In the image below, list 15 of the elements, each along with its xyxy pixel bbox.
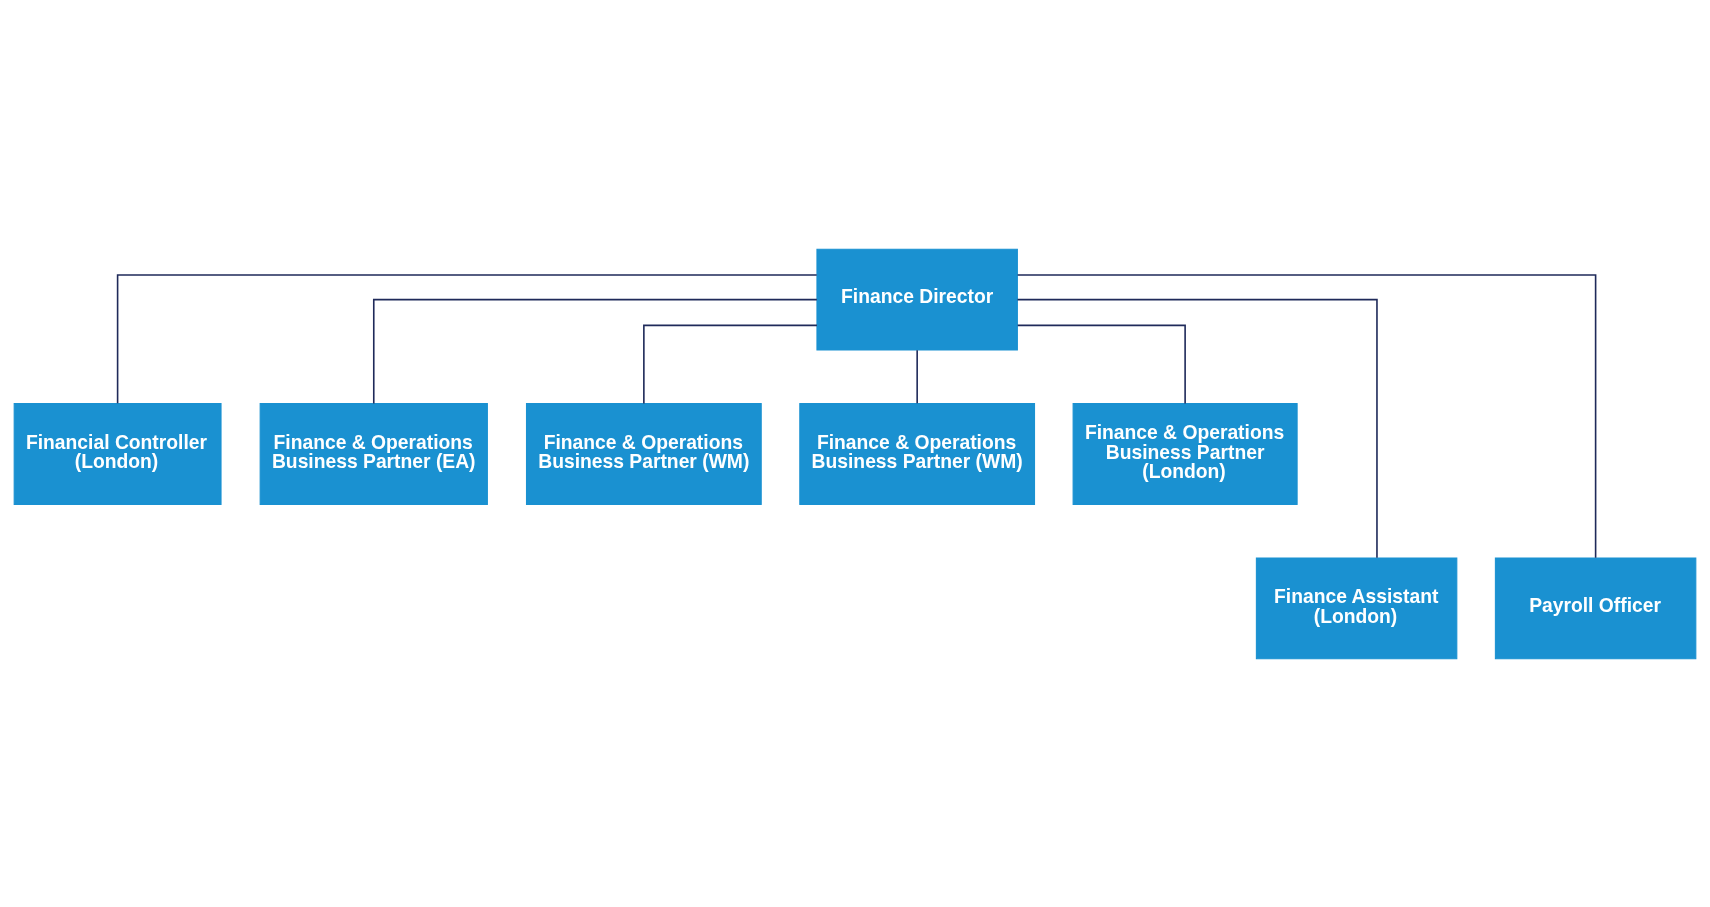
connector — [1016, 273, 1597, 559]
node-box: Financial Controller (London) — [13, 402, 222, 505]
connector — [116, 273, 818, 404]
node-box: Finance & Operations Business Partner (WM) — [525, 402, 762, 505]
node-box: Payroll Officer — [1494, 556, 1697, 659]
connector — [643, 324, 818, 404]
node-box: Finance & Operations Business Partner (EA) — [259, 402, 488, 505]
node-box: Finance Assistant (London) — [1255, 556, 1458, 659]
connector — [1016, 324, 1186, 404]
connector — [1016, 298, 1378, 559]
connector — [916, 348, 918, 404]
node-box: Finance Director — [816, 248, 1018, 351]
connector — [372, 298, 818, 404]
node-box: Finance & Operations Business Partner (WM) — [799, 402, 1036, 505]
node-box: Finance & Operations Business Partner (London) — [1072, 402, 1298, 505]
